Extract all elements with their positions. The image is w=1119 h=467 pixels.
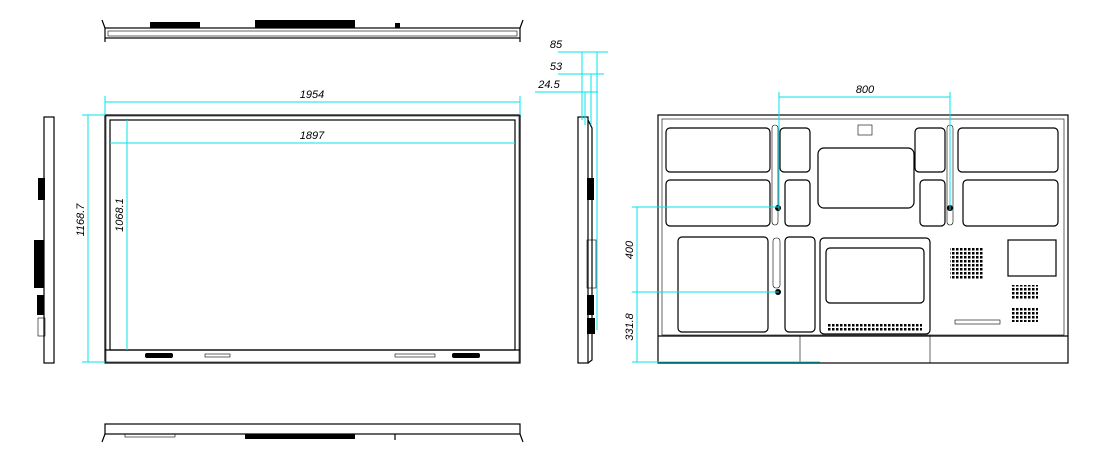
dim-depth-thin: 24.5	[537, 79, 560, 91]
front-view	[104, 114, 521, 364]
dim-vesa-vertical: 400	[624, 240, 636, 259]
dim-vesa-horizontal: 800	[856, 84, 875, 96]
dim-overall-height: 1168.7	[75, 203, 87, 237]
vent-grill-icon	[950, 248, 984, 280]
top-view	[101, 19, 524, 42]
right-side-view	[577, 116, 597, 364]
dim-vesa-bottom-offset: 331.8	[624, 312, 636, 340]
dim-overall-width: 1954	[300, 89, 324, 101]
dim-depth-total: 85	[550, 39, 563, 51]
bottom-view	[101, 423, 524, 443]
speaker-right-icon	[452, 353, 480, 358]
dim-depth-mid: 53	[550, 61, 563, 73]
dim-active-height: 1068.1	[114, 198, 126, 232]
dim-active-width: 1897	[300, 130, 325, 142]
dimension-lines	[82, 51, 951, 363]
back-view	[657, 114, 1069, 364]
speaker-left-icon	[145, 353, 173, 358]
left-side-view	[34, 116, 55, 364]
